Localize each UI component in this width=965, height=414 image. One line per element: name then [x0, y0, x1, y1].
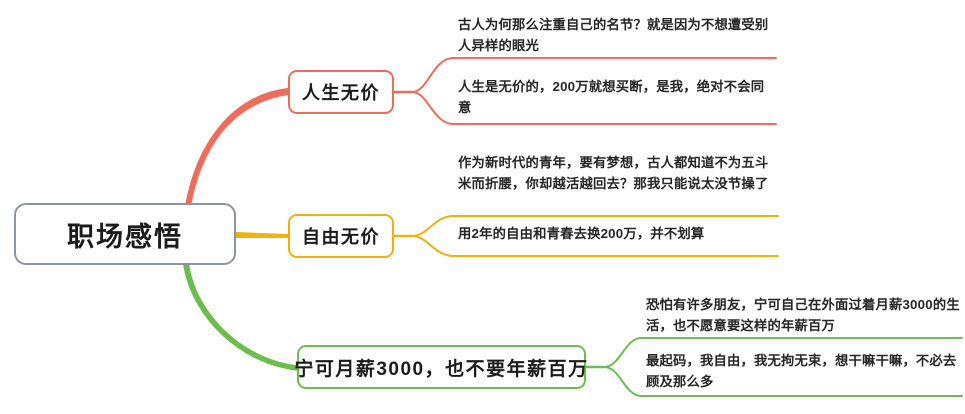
connector-root-to-branch-1-taper	[185, 90, 290, 214]
leaf-node-branch3-item2-text: 最起码，我自由，我无拘无束，想干嘛干嘛，不必去顾及那么多	[646, 353, 957, 389]
connector-root-to-branch-3-taper	[186, 268, 299, 371]
connector-root-to-branch-3-body	[183, 261, 300, 371]
leaf-node-branch3-item1-text: 恐怕有许多朋友，宁可自己在外面过着月薪3000的生活，也不愿意要这样的年薪百万	[646, 297, 960, 333]
leaf-node-branch3-item2[interactable]: 最起码，我自由，我无拘无束，想干嘛干嘛，不必去顾及那么多	[644, 350, 964, 395]
leaf-node-branch2-item1-text: 作为新时代的青年，要有梦想，古人都知道不为五斗米而折腰，你却越活越回去？那我只能…	[458, 155, 769, 191]
leaf-node-branch2-item2[interactable]: 用2年的自由和青春去换200万，并不划算	[456, 223, 778, 247]
leaf-node-branch3-item1[interactable]: 恐怕有许多朋友，宁可自己在外面过着月薪3000的生活，也不愿意要这样的年薪百万	[644, 294, 964, 339]
leaf-node-branch1-item2[interactable]: 人生是无价的，200万就想买断，是我，绝对不会同意	[456, 76, 776, 121]
leaf-node-branch2-item1[interactable]: 作为新时代的青年，要有梦想，古人都知道不为五斗米而折腰，你却越活越回去？那我只能…	[456, 152, 778, 197]
connector-root-to-branch-1	[186, 92, 288, 205]
branch-node-3-label: 宁可月薪3000，也不要年薪百万	[294, 358, 589, 380]
branch-node-2-label: 自由无价	[302, 227, 380, 247]
connector-root-to-branch-2	[236, 232, 288, 238]
leaf-node-branch1-item1[interactable]: 古人为何那么注重自己的名节？就是因为不想遭受别人异样的眼光	[456, 14, 776, 59]
root-node-label: 职场感悟	[67, 221, 183, 252]
branch-node-3[interactable]: 宁可月薪3000，也不要年薪百万	[294, 345, 589, 389]
leaf-node-branch2-item2-text: 用2年的自由和青春去换200万，并不划算	[458, 226, 705, 241]
leaf-node-branch1-item1-text: 古人为何那么注重自己的名节？就是因为不想遭受别人异样的眼光	[458, 17, 769, 53]
branch-node-1-label: 人生无价	[302, 83, 380, 103]
connector-root-to-branch-3	[183, 263, 297, 370]
branch-node-2[interactable]: 自由无价	[288, 214, 394, 258]
branch-node-1[interactable]: 人生无价	[288, 70, 394, 114]
connector-root-to-branch-1-body	[185, 88, 291, 209]
leaf-node-branch1-item2-text: 人生是无价的，200万就想买断，是我，绝对不会同意	[458, 79, 765, 115]
root-node[interactable]: 职场感悟	[14, 203, 236, 265]
